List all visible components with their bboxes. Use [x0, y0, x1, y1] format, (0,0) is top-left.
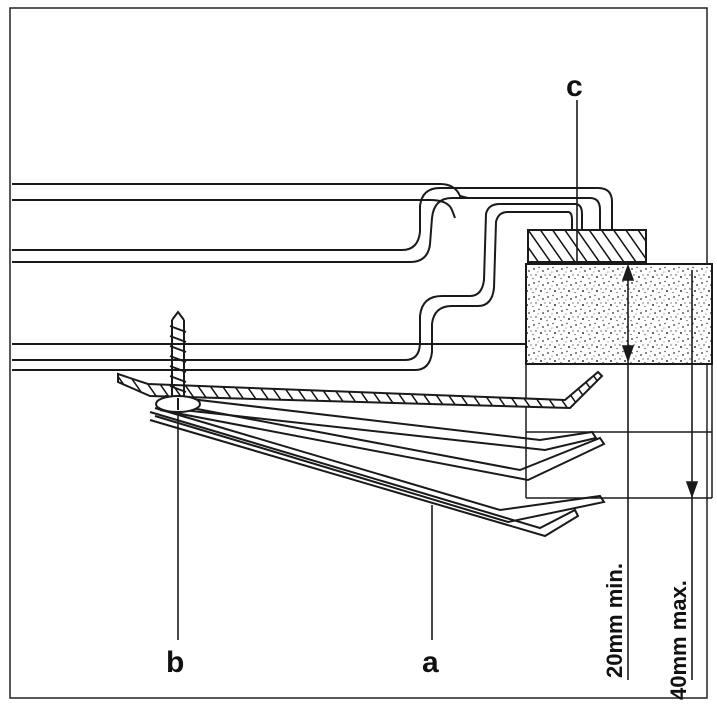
callout-a-label: a [422, 646, 439, 679]
fixing-clamp [117, 370, 606, 538]
callout-b-label: b [166, 646, 184, 679]
callout-leaders [177, 100, 578, 640]
dimension-max-label: 40mm max. [666, 580, 691, 700]
appliance-body [12, 183, 613, 371]
worktop-section [525, 263, 713, 365]
callout-c-label: c [566, 70, 583, 103]
seal-strip [527, 229, 647, 263]
fixing-screw [155, 310, 201, 413]
dimension-min-label: 20mm min. [602, 563, 627, 678]
worktop-guides [525, 264, 713, 499]
dimension-lines [621, 263, 699, 680]
